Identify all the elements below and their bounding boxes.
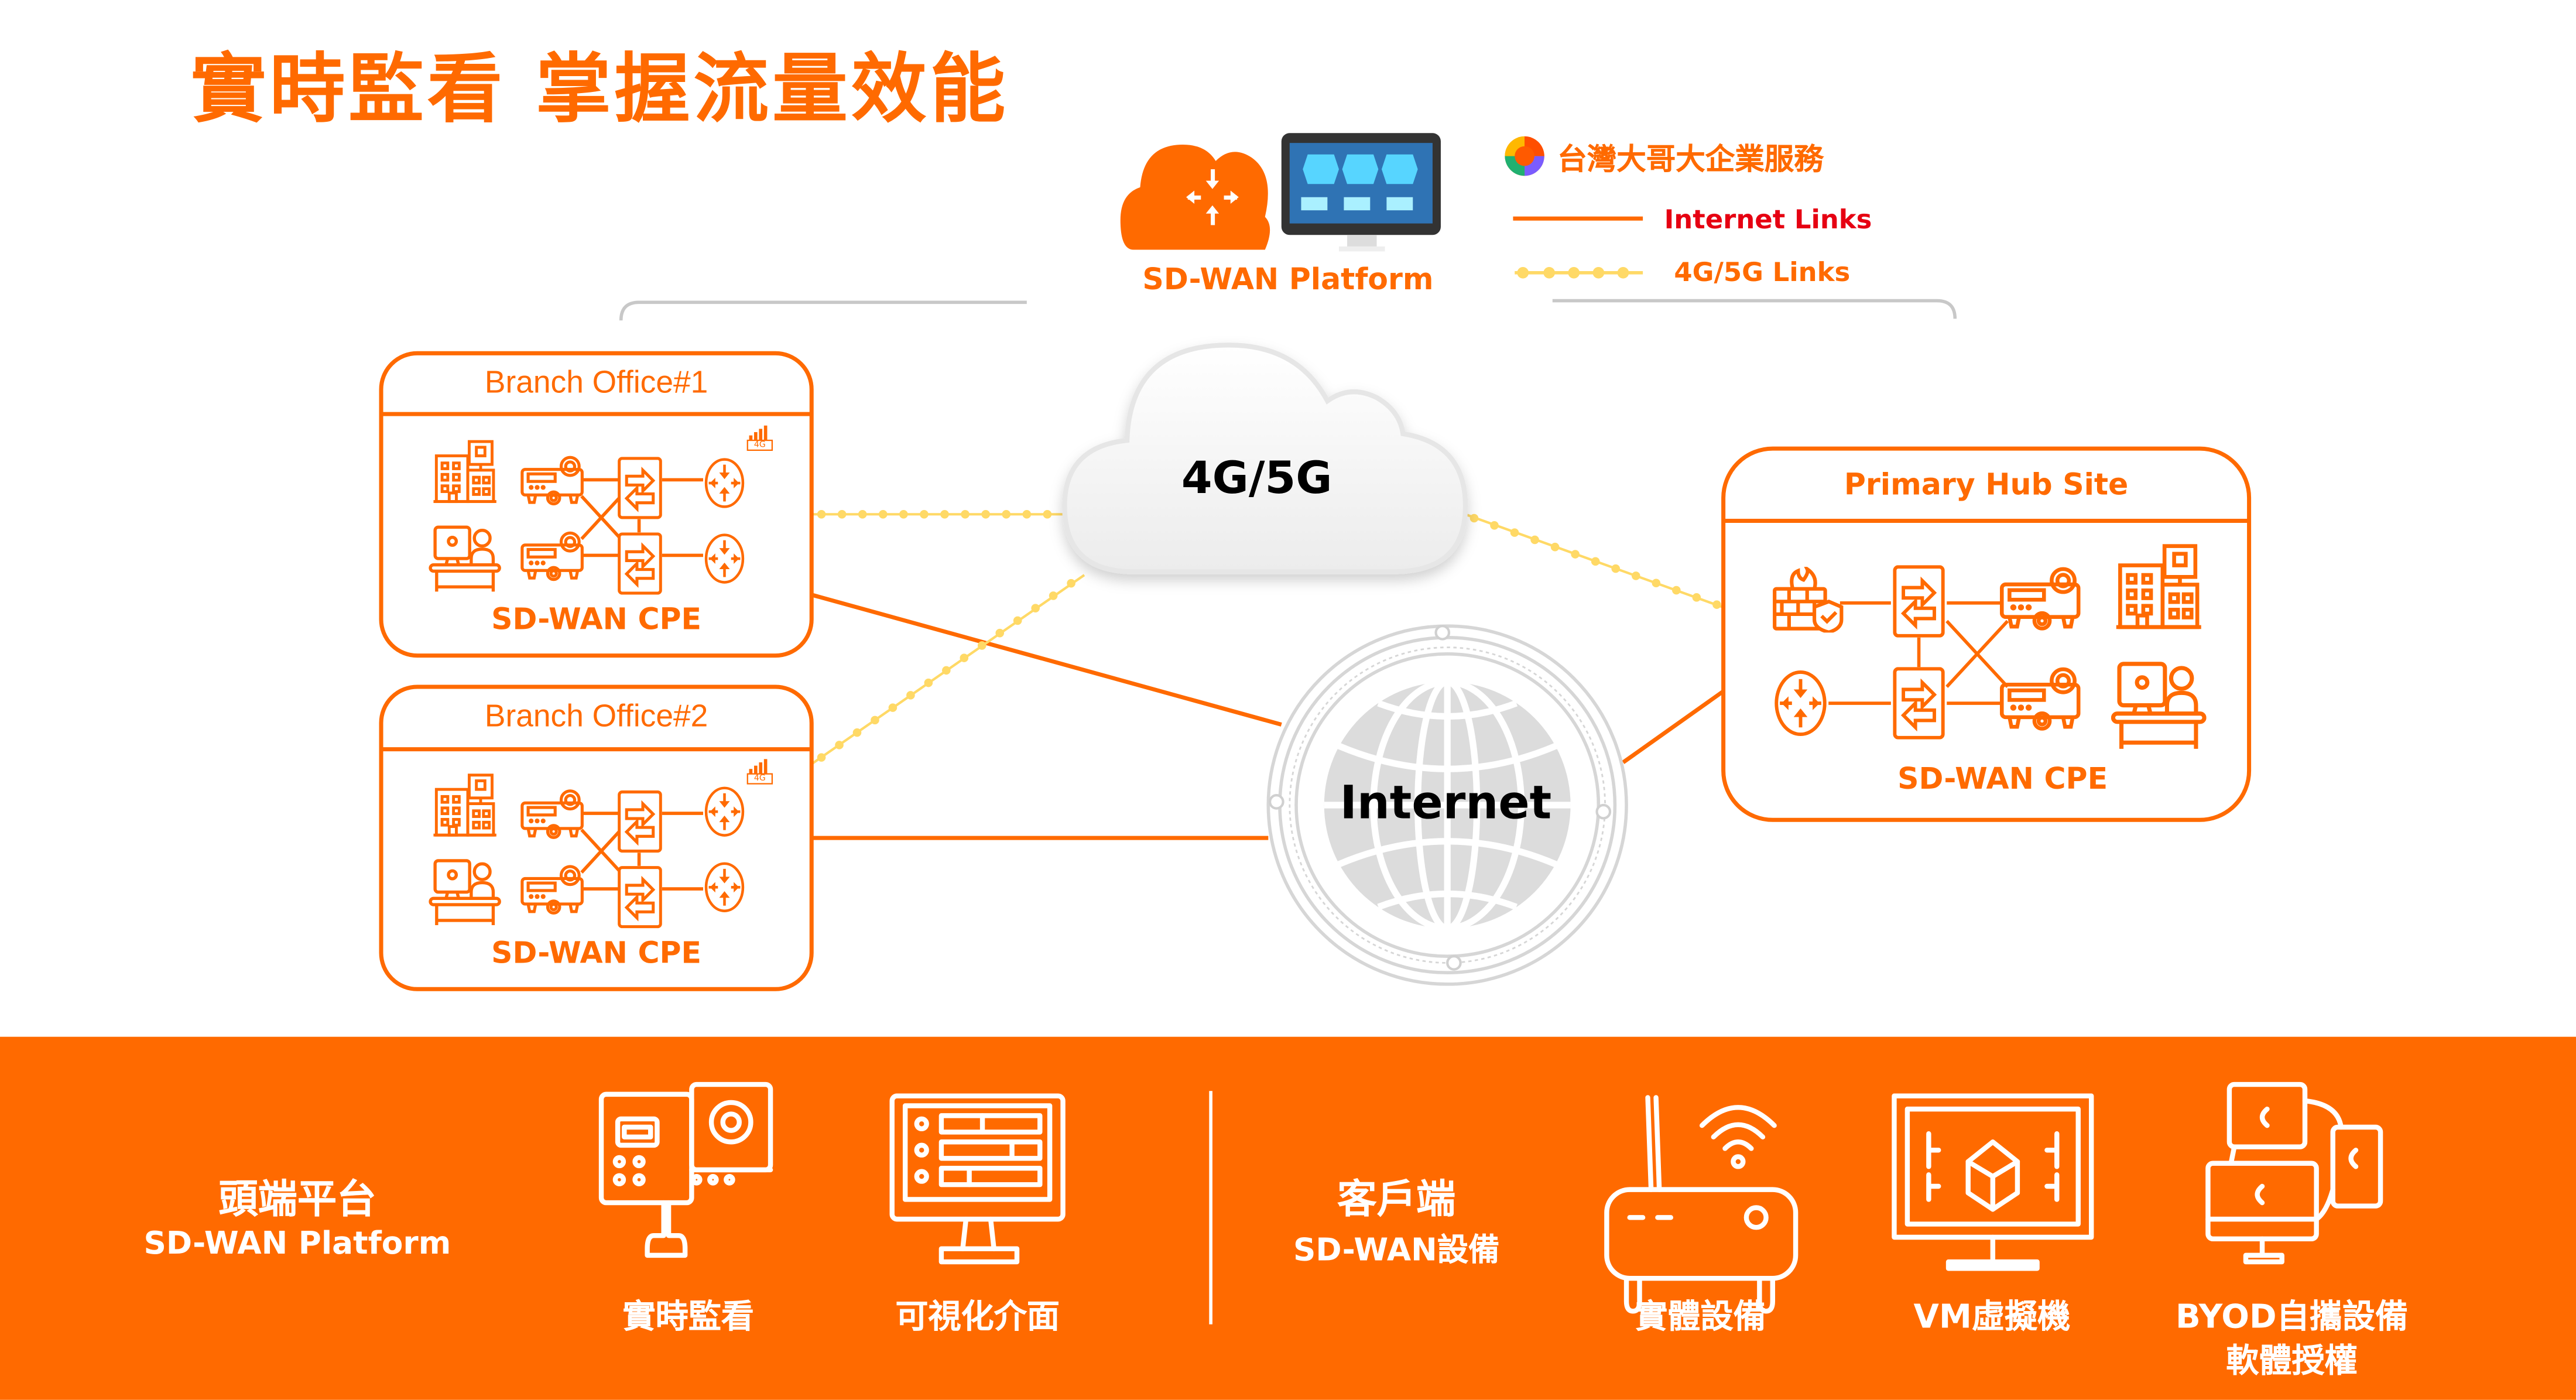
cellular-link-dot	[1550, 542, 1560, 552]
site-title-branch2: Branch Office#2	[484, 700, 708, 735]
router-arrows-icon	[1186, 169, 1239, 225]
cellular-link-dot	[1002, 510, 1011, 519]
cellular-link-dot	[858, 510, 867, 519]
brand-name: 台灣大哥大企業服務	[1557, 143, 1824, 178]
cellular-link-dot	[1692, 593, 1701, 602]
cellular-link-dot	[1022, 510, 1032, 519]
caption-vm: VM虛擬機	[1913, 1296, 2071, 1336]
site-title-branch1: Branch Office#1	[484, 366, 708, 401]
cellular-link-dot	[1049, 591, 1058, 600]
internet-globe	[1266, 624, 1628, 986]
hub-topology	[1775, 546, 2204, 749]
caption-physical-device: 實體設備	[1635, 1296, 1766, 1336]
cellular-link-dot	[1490, 521, 1499, 530]
cellular-link-dot	[871, 716, 879, 725]
cellular-link-dot	[960, 653, 969, 662]
caption-realtime-monitoring: 實時監看	[622, 1296, 755, 1336]
site-title-hub: Primary Hub Site	[1844, 468, 2129, 503]
cellular-link-dot	[1530, 535, 1539, 545]
cpe-label-hub: SD-WAN CPE	[1897, 762, 2108, 797]
platform-bracket-right	[1552, 299, 1957, 319]
byod-devices-icon	[2205, 1081, 2383, 1265]
cellular-link-dot	[878, 510, 888, 519]
cellular-link-dot	[981, 510, 990, 519]
caption-software-license: 軟體授權	[2226, 1340, 2358, 1381]
page-title: 實時監看 掌握流量效能	[190, 44, 1009, 134]
signal-badge-branch2: 4G	[753, 773, 766, 784]
cellular-links	[811, 505, 1726, 765]
site-box-branch1	[379, 351, 814, 658]
sdwan-platform-icon	[1120, 133, 1441, 252]
branch1-topology	[430, 425, 773, 593]
monitoring-console-icon	[598, 1081, 773, 1258]
cellular-cloud	[1062, 343, 1468, 574]
cellular-link-dot	[942, 666, 951, 675]
brand-logo-icon	[1505, 136, 1544, 176]
cellular-link-dot	[1469, 514, 1479, 523]
cellular-link-dot	[1571, 550, 1580, 559]
cellular-link-dot	[1652, 579, 1661, 588]
cellular-link-dot	[1591, 557, 1600, 566]
dashboard-monitor-icon	[889, 1093, 1066, 1265]
platform-group-subheading: SD-WAN Platform	[143, 1226, 451, 1262]
internet-link-hub	[1622, 688, 1727, 764]
signal-4g-icon	[746, 759, 773, 785]
cellular-link-dot	[920, 510, 929, 519]
internet-links	[811, 593, 1727, 840]
site-box-hub	[1721, 446, 2252, 822]
client-group-subheading: SD-WAN設備	[1293, 1232, 1500, 1269]
cellular-link-dot	[852, 728, 862, 737]
cellular-link-dot	[817, 753, 826, 762]
legend-cellular-line	[1515, 266, 1643, 279]
cellular-link-dot	[1067, 579, 1075, 588]
cellular-link-dot	[1712, 600, 1721, 609]
cellular-link-dot	[835, 741, 844, 749]
cpe-label-branch2: SD-WAN CPE	[491, 936, 702, 971]
cellular-link-dot	[817, 510, 826, 519]
cpe-label-branch1: SD-WAN CPE	[491, 603, 702, 638]
client-group-heading: 客戶端	[1337, 1176, 1456, 1223]
cellular-link-dot	[1631, 571, 1640, 580]
site-box-branch2	[379, 684, 814, 991]
sdwan-platform-label: SD-WAN Platform	[1142, 262, 1434, 297]
caption-byod: BYOD自攜設備	[2175, 1296, 2409, 1336]
bottom-band	[0, 1036, 2576, 1400]
cellular-link-dot	[995, 628, 1005, 638]
cellular-link-dot	[1043, 510, 1052, 519]
cellular-cloud-label: 4G/5G	[1181, 453, 1332, 505]
cellular-link-dot	[1510, 528, 1519, 537]
signal-4g-icon	[746, 425, 773, 451]
wifi-router-icon	[1604, 1095, 1799, 1314]
cellular-link-dot	[961, 510, 970, 519]
caption-visual-interface: 可視化介面	[895, 1296, 1060, 1336]
cellular-link-dot	[888, 703, 898, 712]
legend-internet-links-label: Internet Links	[1664, 203, 1872, 235]
cellular-link-dot	[977, 641, 986, 650]
cellular-link-dot	[1031, 604, 1040, 612]
cellular-link-dot	[924, 678, 933, 687]
cellular-link-dot	[899, 510, 908, 519]
platform-group-heading: 頭端平台	[218, 1176, 376, 1223]
virtual-machine-icon	[1892, 1093, 2094, 1271]
cellular-link-dot	[837, 510, 847, 519]
cellular-link-dot	[906, 691, 915, 700]
cellular-link-dot	[1672, 586, 1681, 595]
signal-badge-branch1: 4G	[753, 440, 766, 450]
cellular-link-dot	[1611, 564, 1621, 573]
internet-link-branch1	[811, 593, 1282, 727]
internet-label: Internet	[1340, 775, 1552, 830]
platform-bracket-left	[619, 300, 1027, 321]
cellular-link-dot	[940, 510, 949, 519]
cellular-link-dot	[1013, 616, 1022, 625]
branch2-topology	[430, 759, 773, 926]
legend-cellular-links-label: 4G/5G Links	[1674, 256, 1851, 288]
